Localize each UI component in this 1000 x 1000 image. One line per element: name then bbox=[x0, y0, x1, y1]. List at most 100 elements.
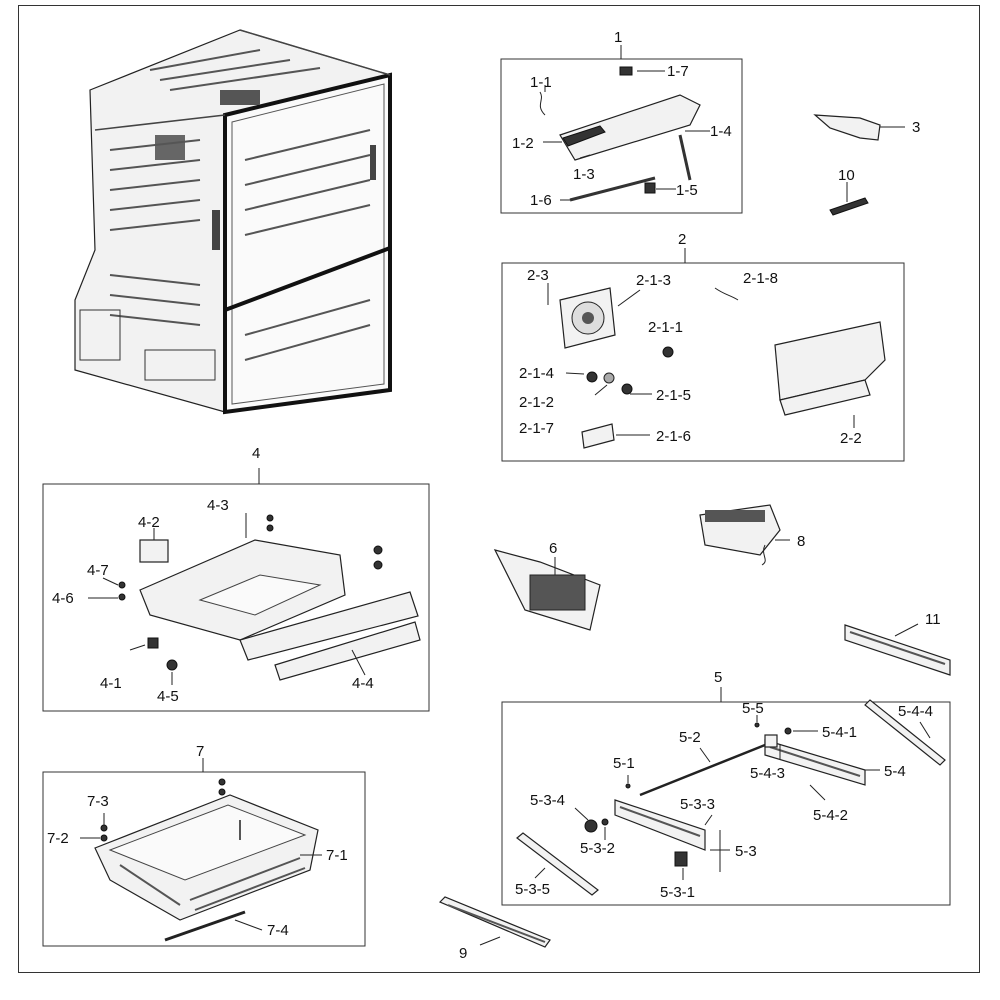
part-9-rail: 9 bbox=[438, 896, 551, 962]
label-1: 1 bbox=[614, 29, 622, 46]
group-5-box bbox=[501, 701, 951, 906]
label-5-3: 5-3 bbox=[735, 843, 757, 860]
part-1-5 bbox=[644, 182, 656, 194]
label-5-3-2: 5-3-2 bbox=[580, 840, 615, 857]
label-7: 7 bbox=[196, 743, 204, 760]
label-4-5: 4-5 bbox=[157, 688, 179, 705]
label-10: 10 bbox=[838, 167, 855, 184]
rod-7-4 bbox=[164, 910, 246, 942]
label-2-1-5: 2-1-5 bbox=[656, 387, 691, 404]
part-2-1-4 bbox=[586, 371, 598, 383]
part-7-2 bbox=[100, 834, 108, 842]
label-2-1-4: 2-1-4 bbox=[519, 365, 554, 382]
label-8: 8 bbox=[797, 533, 805, 550]
part-7-3 bbox=[100, 824, 108, 832]
label-1-6: 1-6 bbox=[530, 192, 552, 209]
label-5: 5 bbox=[714, 669, 722, 686]
label-1-2: 1-2 bbox=[512, 135, 534, 152]
label-11: 11 bbox=[925, 611, 941, 628]
group-4-drawer-assembly: 4 4-2 4-3 4-7 4-6 4-1 4-5 4-4 bbox=[42, 445, 430, 712]
label-7-2: 7-2 bbox=[47, 830, 69, 847]
label-1-7: 1-7 bbox=[667, 63, 689, 80]
drawer-front-4-4 bbox=[239, 591, 419, 661]
rail-5-4-4 bbox=[864, 699, 946, 766]
part-3-bracket: 3 bbox=[813, 114, 920, 141]
part-4-6 bbox=[118, 593, 126, 601]
label-5-4: 5-4 bbox=[884, 763, 906, 780]
label-5-4-2: 5-4-2 bbox=[813, 807, 848, 824]
label-1-5: 1-5 bbox=[676, 182, 698, 199]
label-5-5: 5-5 bbox=[742, 700, 764, 717]
part-1-6 bbox=[569, 176, 656, 202]
part-5-4-1 bbox=[784, 727, 792, 735]
label-4-7: 4-7 bbox=[87, 562, 109, 579]
part-2-1-2 bbox=[603, 372, 615, 384]
label-6: 6 bbox=[549, 540, 557, 557]
label-5-3-1: 5-3-1 bbox=[660, 884, 695, 901]
label-5-1: 5-1 bbox=[613, 755, 635, 772]
label-2-1-7: 2-1-7 bbox=[519, 420, 554, 437]
part-5-4-3 bbox=[764, 734, 778, 748]
part-1-7 bbox=[619, 66, 633, 76]
wire-2-1-8 bbox=[714, 287, 739, 301]
part-6-cover: 6 bbox=[493, 540, 601, 631]
label-2-3: 2-3 bbox=[527, 267, 549, 284]
label-4-6: 4-6 bbox=[52, 590, 74, 607]
rod-5-2 bbox=[639, 743, 766, 797]
group-7-freezer-basket: 7 7-3 7-2 7-1 7-4 bbox=[42, 743, 366, 947]
part-5-5 bbox=[754, 722, 760, 728]
label-5-4-3: 5-4-3 bbox=[750, 765, 785, 782]
part-4-1 bbox=[147, 637, 159, 649]
label-2-2: 2-2 bbox=[840, 430, 862, 447]
label-9: 9 bbox=[459, 945, 467, 962]
label-5-3-3: 5-3-3 bbox=[680, 796, 715, 813]
label-5-4-1: 5-4-1 bbox=[822, 724, 857, 741]
label-1-4: 1-4 bbox=[710, 123, 732, 140]
group-2-box bbox=[501, 262, 905, 462]
part-5-3-1 bbox=[674, 851, 688, 867]
group-5-rail-assembly: 5 5-5 5-2 5-1 5-4-1 5-4-3 5-4 5-4-4 5-4-… bbox=[501, 669, 951, 906]
part-5-3-4 bbox=[584, 819, 598, 833]
part-4-5 bbox=[166, 659, 178, 671]
label-7-1: 7-1 bbox=[326, 847, 348, 864]
part-10-bracket: 10 bbox=[829, 167, 869, 216]
label-1-3: 1-3 bbox=[573, 166, 595, 183]
refrigerator-cabinet bbox=[74, 29, 392, 415]
label-7-4: 7-4 bbox=[267, 922, 289, 939]
part-5-1 bbox=[625, 783, 631, 789]
label-2-1-8: 2-1-8 bbox=[743, 270, 778, 287]
part-11-rail: 11 bbox=[844, 611, 951, 676]
part-1-4 bbox=[678, 134, 692, 181]
label-4-1: 4-1 bbox=[100, 675, 122, 692]
wire-1-1 bbox=[539, 91, 546, 116]
label-2-1-3: 2-1-3 bbox=[636, 272, 671, 289]
part-4-7 bbox=[118, 581, 126, 589]
label-5-3-5: 5-3-5 bbox=[515, 881, 550, 898]
label-5-3-4: 5-3-4 bbox=[530, 792, 565, 809]
part-8-ice-maker-module: 8 bbox=[699, 504, 805, 566]
part-4-2 bbox=[139, 539, 169, 563]
fan-blade-2-1-1 bbox=[662, 346, 674, 358]
rail-5-3-5 bbox=[516, 832, 599, 896]
label-2-1-1: 2-1-1 bbox=[648, 319, 683, 336]
label-4-2: 4-2 bbox=[138, 514, 160, 531]
evaporator-cover-part bbox=[559, 94, 701, 161]
group-2-fan-assembly: 2 2-3 2-1-3 2-1-8 2-1-1 2-1-4 2-1-2 2-1-… bbox=[501, 231, 905, 462]
cover-2-2 bbox=[774, 321, 886, 401]
group-4-box bbox=[42, 483, 430, 712]
label-2-1-6: 2-1-6 bbox=[656, 428, 691, 445]
label-2-1-2: 2-1-2 bbox=[519, 394, 554, 411]
label-4-4: 4-4 bbox=[352, 675, 374, 692]
label-4-3: 4-3 bbox=[207, 497, 229, 514]
label-2: 2 bbox=[678, 231, 686, 248]
group-7-box bbox=[42, 771, 366, 947]
label-5-4-4: 5-4-4 bbox=[898, 703, 933, 720]
label-4: 4 bbox=[252, 445, 260, 462]
label-7-3: 7-3 bbox=[87, 793, 109, 810]
part-5-3-2 bbox=[601, 818, 609, 826]
label-5-2: 5-2 bbox=[679, 729, 701, 746]
label-1-1: 1-1 bbox=[530, 74, 552, 91]
part-2-1-5 bbox=[621, 383, 633, 395]
label-3: 3 bbox=[912, 119, 920, 136]
